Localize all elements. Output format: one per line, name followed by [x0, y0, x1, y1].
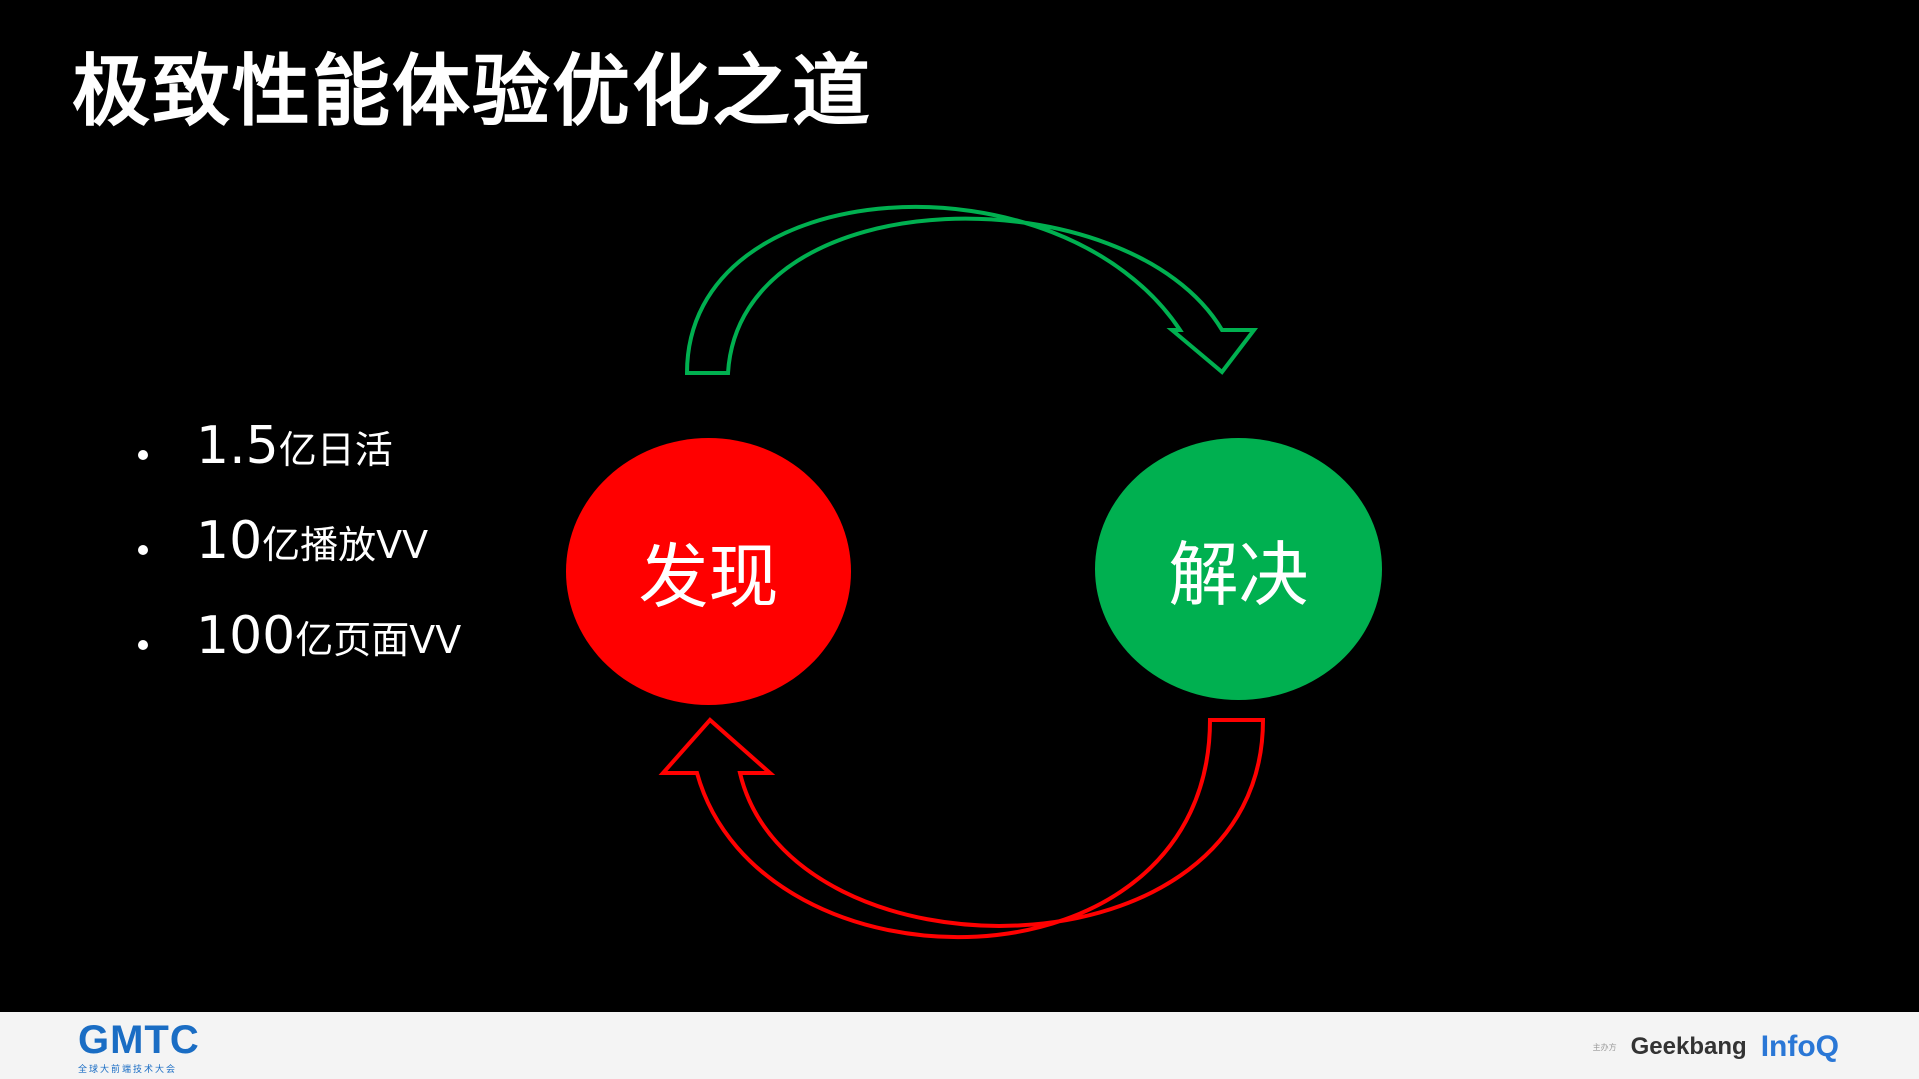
discover-circle: 发现	[566, 438, 851, 705]
bullet-text: 100亿页面VV	[196, 610, 461, 662]
cycle-arrows	[658, 204, 1266, 940]
red-curved-arrow-icon	[658, 717, 1266, 940]
partner-logos: 主办方 Geekbang InfoQ	[1593, 1030, 1839, 1064]
solve-label: 解决	[1168, 533, 1309, 616]
discover-label: 发现	[638, 536, 779, 618]
stat-number: 1.5	[196, 416, 279, 476]
gmtc-logo-subtitle: 全球大前端技术大会	[78, 1065, 178, 1075]
bullet-dot-icon	[138, 450, 148, 460]
bullet-text: 1.5亿日活	[196, 420, 393, 472]
infoq-logo: InfoQ	[1760, 1030, 1839, 1063]
green-curved-arrow-icon	[684, 204, 1259, 375]
bullet-dot-icon	[138, 545, 148, 555]
solve-circle: 解决	[1095, 438, 1382, 700]
slide: 极致性能体验优化之道 1.5亿日活 10亿播放VV 100亿页面VV 发现	[72, 47, 1382, 940]
stat-unit: 亿页面VV	[295, 618, 462, 662]
geekbang-logo: Geekbang	[1630, 1033, 1747, 1060]
partner-note: 主办方	[1592, 1042, 1617, 1052]
bullet-dot-icon	[138, 640, 148, 650]
stat-unit: 亿播放VV	[262, 523, 429, 567]
gmtc-logo: GMTC 全球大前端技术大会	[78, 1020, 200, 1075]
stat-unit: 亿日活	[278, 428, 393, 472]
footer: GMTC 全球大前端技术大会 主办方 Geekbang InfoQ	[0, 1012, 1919, 1079]
bullet-text: 10亿播放VV	[196, 515, 428, 567]
stat-number: 100	[196, 606, 296, 666]
gmtc-logo-text: GMTC	[78, 1018, 200, 1062]
slide-title: 极致性能体验优化之道	[72, 47, 873, 137]
stat-number: 10	[196, 511, 263, 571]
